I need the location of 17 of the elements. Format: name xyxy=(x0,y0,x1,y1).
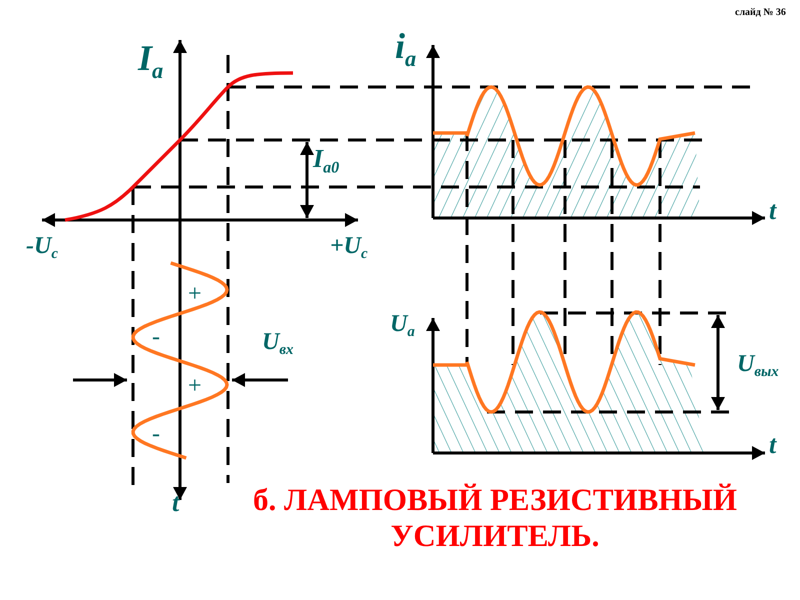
axis-label: -U$_{c}$ xyxy=(26,234,58,262)
slide-number: слайд № 36 xyxy=(735,8,786,18)
polarity-sign: + xyxy=(188,374,202,398)
axis-label: t xyxy=(769,198,776,224)
axis-label: I$_{a0}$ xyxy=(313,146,340,177)
diagram-title: б. ЛАМПОВЫЙ РЕЗИСТИВНЫЙ УСИЛИТЕЛЬ. xyxy=(252,482,738,554)
axis-label: t xyxy=(172,490,180,516)
polarity-sign: - xyxy=(152,422,160,446)
axis-label: U$_{a}$ xyxy=(390,312,415,340)
axis-label: t xyxy=(769,432,776,458)
axis-label: +U$_{c}$ xyxy=(330,234,368,262)
axis-label: I$_{a}$ xyxy=(138,40,164,82)
axis-label: U$_{вх}$ xyxy=(262,330,294,358)
axis-label: i$_{a}$ xyxy=(395,28,416,70)
polarity-sign: + xyxy=(188,282,202,306)
polarity-sign: - xyxy=(152,325,160,349)
axis-label: U$_{вых}$ xyxy=(737,352,779,380)
